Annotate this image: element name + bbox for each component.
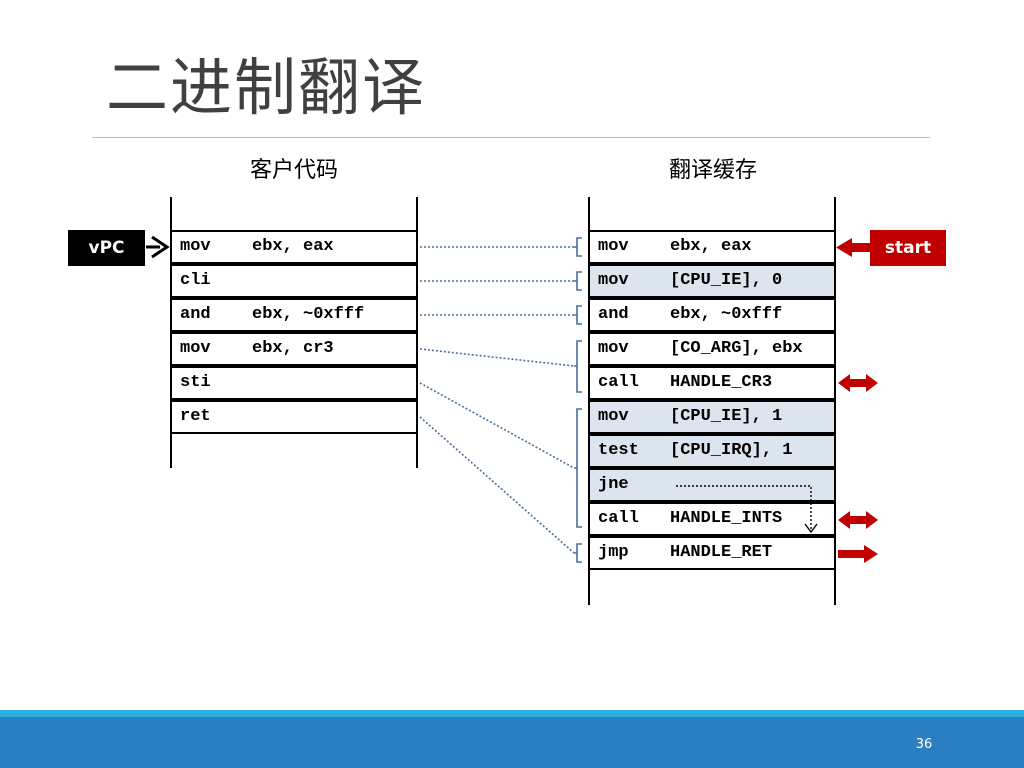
bracket-rows-4-5 (574, 340, 582, 393)
jmp-exit-arrow (838, 545, 878, 563)
footer-bar (0, 717, 1024, 768)
vpc-label: vPC (68, 230, 145, 266)
guest-instruction-row: ret (170, 400, 418, 434)
instruction-opcode: call (598, 509, 639, 528)
instruction-operands: HANDLE_CR3 (670, 373, 773, 392)
slide-title: 二进制翻译 (106, 51, 427, 124)
instruction-operands: [CPU_IE], 1 (670, 407, 783, 426)
mapping-brackets (574, 237, 582, 563)
page-number: 36 (915, 737, 933, 752)
instruction-operands: ebx, eax (670, 237, 752, 256)
cache-instruction-row: jne (588, 468, 836, 502)
instruction-operands: HANDLE_RET (670, 543, 773, 562)
instruction-operands: ebx, eax (252, 237, 334, 256)
instruction-operands: HANDLE_INTS (670, 509, 783, 528)
cache-instruction-row: mov [CPU_IE], 1 (588, 400, 836, 434)
instruction-opcode: call (598, 373, 639, 392)
cache-instruction-row: call HANDLE_INTS (588, 502, 836, 536)
bracket-row-3 (574, 305, 582, 325)
guest-instruction-row: mov ebx, eax (170, 230, 418, 264)
instruction-opcode: and (598, 305, 629, 324)
footer-accent-band (0, 710, 1024, 717)
double-arrow-handle-ints (838, 511, 878, 529)
bracket-rows-6-9 (574, 408, 582, 528)
instruction-opcode: test (598, 441, 639, 460)
instruction-opcode: sti (180, 373, 211, 392)
cache-instruction-row: test [CPU_IRQ], 1 (588, 434, 836, 468)
instruction-opcode: mov (180, 339, 211, 358)
mapping-connectors (419, 246, 575, 554)
instruction-opcode: jmp (598, 543, 629, 562)
jne-jump-arrow (676, 485, 818, 534)
guest-instruction-row: and ebx, ~0xfff (170, 298, 418, 332)
cache-instruction-row: mov [CPU_IE], 0 (588, 264, 836, 298)
instruction-operands: [CPU_IE], 0 (670, 271, 783, 290)
instruction-opcode: mov (598, 271, 629, 290)
instruction-opcode: cli (180, 271, 211, 290)
guest-code-heading: 客户代码 (249, 158, 338, 183)
cache-instruction-row: call HANDLE_CR3 (588, 366, 836, 400)
cache-instruction-row: mov [CO_ARG], ebx (588, 332, 836, 366)
bracket-row-2 (574, 271, 582, 291)
connector-mov-cr3 (419, 348, 575, 367)
title-divider (92, 137, 930, 138)
instruction-operands: [CPU_IRQ], 1 (670, 441, 793, 460)
translation-cache-heading: 翻译缓存 (668, 158, 757, 183)
cache-instruction-row: mov ebx, eax (588, 230, 836, 264)
start-label: start (870, 230, 946, 266)
instruction-opcode: mov (598, 339, 629, 358)
guest-instruction-row: sti (170, 366, 418, 400)
guest-instruction-row: mov ebx, cr3 (170, 332, 418, 366)
instruction-operands: ebx, ~0xfff (670, 305, 783, 324)
instruction-operands: ebx, cr3 (252, 339, 334, 358)
start-arrow (836, 238, 870, 257)
cache-instruction-row: and ebx, ~0xfff (588, 298, 836, 332)
vpc-arrow (146, 235, 170, 259)
instruction-opcode: mov (598, 237, 629, 256)
handler-call-arrows (838, 374, 878, 529)
instruction-opcode: ret (180, 407, 211, 426)
connector-sti (419, 382, 575, 469)
instruction-opcode: and (180, 305, 211, 324)
instruction-opcode: mov (180, 237, 211, 256)
connector-ret (419, 416, 575, 554)
instruction-operands: [CO_ARG], ebx (670, 339, 803, 358)
instruction-opcode: mov (598, 407, 629, 426)
bracket-row-10 (574, 543, 582, 563)
double-arrow-handle-cr3 (838, 374, 878, 392)
instruction-operands: ebx, ~0xfff (252, 305, 365, 324)
cache-instruction-row: jmp HANDLE_RET (588, 536, 836, 570)
guest-instruction-row: cli (170, 264, 418, 298)
instruction-opcode: jne (598, 475, 629, 494)
bracket-row-1 (574, 237, 582, 257)
